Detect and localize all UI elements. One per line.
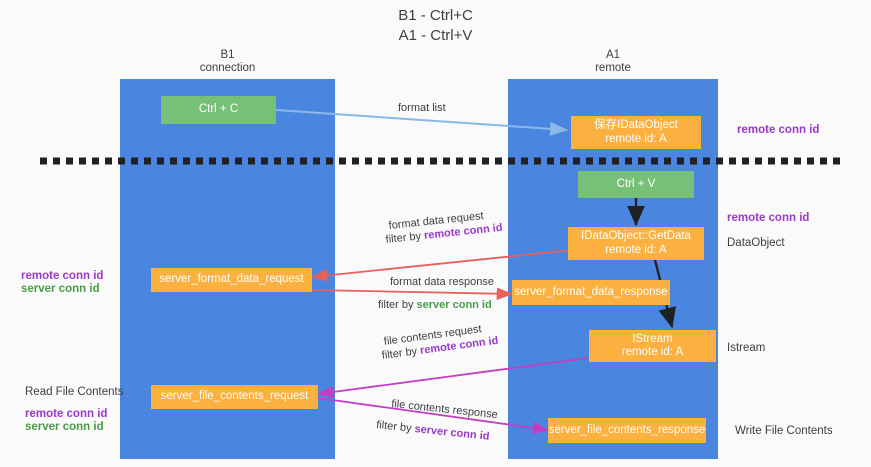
arrow-format-data-request <box>311 249 573 282</box>
swimlane-heading-a1: A1 remote <box>595 49 631 74</box>
filter-prefix: filter by <box>381 344 421 362</box>
label-remote-conn-id-mid: remote conn id <box>727 212 810 224</box>
filter-key-server-conn-id: server conn id <box>416 299 492 311</box>
label-read-file-contents: Read File Contents <box>25 386 124 398</box>
label-left-server-conn-id-2: server conn id <box>25 421 104 433</box>
label-istream: Istream <box>727 342 766 354</box>
arrow-format-list <box>275 109 568 136</box>
filter-prefix: filter by <box>385 229 425 246</box>
node-istream[interactable]: IStream remote id: A <box>589 330 716 362</box>
label-left-remote-conn-id-2: remote conn id <box>25 408 108 420</box>
arrow-file-contents-response <box>317 397 549 435</box>
label-remote-conn-id-top: remote conn id <box>737 124 820 136</box>
edge-label-format-data-response-text: format data response <box>390 276 494 288</box>
label-write-file-contents: Write File Contents <box>735 425 833 437</box>
edge-label-format-data-response: format data response <box>390 275 494 290</box>
node-server-file-contents-request[interactable]: server_file_contents_request <box>151 385 318 409</box>
node-server-format-data-request[interactable]: server_format_data_request <box>151 268 312 292</box>
label-left-remote-conn-id: remote conn id <box>21 270 104 282</box>
node-ctrl-c[interactable]: Ctrl + C <box>161 96 276 124</box>
label-left-server-conn-id: server conn id <box>21 283 100 295</box>
label-dataobject: DataObject <box>727 237 785 249</box>
arrow-file-contents-request <box>317 357 589 399</box>
arrow-format-data-response <box>311 287 513 300</box>
node-server-file-contents-response[interactable]: server_file_contents_response <box>548 418 706 443</box>
filter-prefix: filter by <box>375 418 416 435</box>
filter-prefix: filter by <box>378 299 417 311</box>
swimlane-heading-b1: B1 connection <box>199 49 256 74</box>
node-save-idataobject[interactable]: 保存IDataObject remote id: A <box>571 116 701 149</box>
edge-label-format-list: format list <box>398 102 446 114</box>
edge-label-format-data-response-filter: filter by server conn id <box>378 298 492 313</box>
node-server-format-data-response[interactable]: server_format_data_response <box>512 280 670 305</box>
node-ctrl-v[interactable]: Ctrl + V <box>578 171 694 198</box>
diagram-title: B1 - Ctrl+C A1 - Ctrl+V <box>398 7 473 44</box>
node-idataobject-getdata[interactable]: IDataObject::GetData remote id: A <box>568 227 704 260</box>
